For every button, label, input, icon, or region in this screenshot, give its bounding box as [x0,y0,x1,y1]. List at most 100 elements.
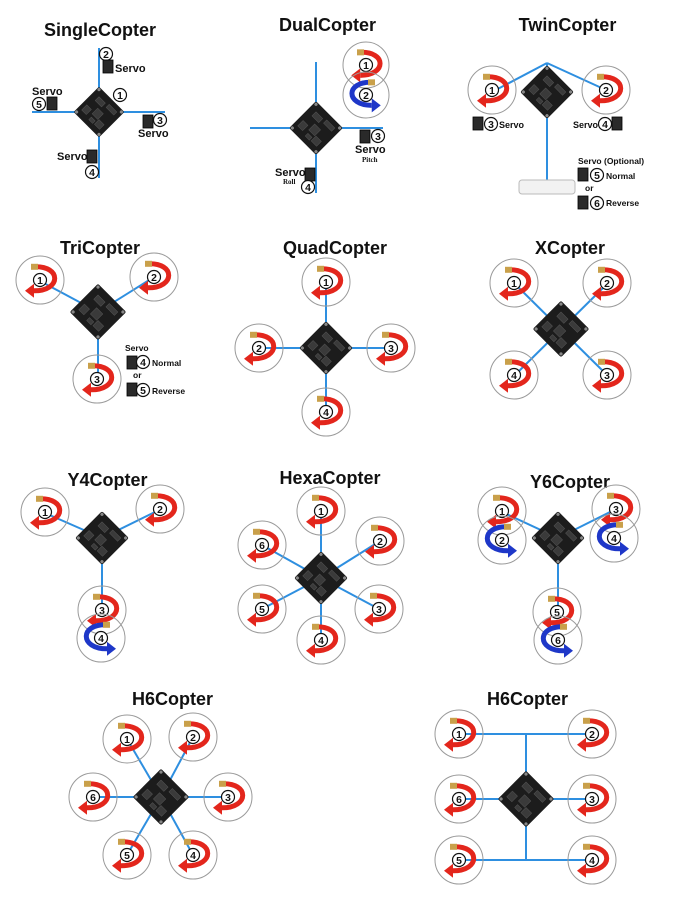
motor-number-text: 4 [511,371,517,382]
motor-number-badge [358,87,374,103]
motor-number-text: 2 [589,730,595,741]
propeller-circle [582,258,632,308]
cw-rotation-arrow-icon [444,843,476,878]
motor-number-text: 6 [259,541,265,552]
propeller-circle [237,584,287,634]
motor-number-badge [549,604,565,620]
motor-number-badge [599,275,615,291]
arrow-head [365,544,374,559]
cw-rotation-arrow-icon [306,623,338,658]
board-chip [541,99,553,111]
arrow-shaft [153,493,177,523]
mount-hole [159,820,163,824]
prop-connector [450,782,457,789]
flight-controller-board [498,771,554,827]
arrow-shaft [186,839,210,869]
panel-title: H6Copter [131,689,213,709]
prop-connector [450,843,457,850]
board-chip [78,303,90,316]
cw-rotation-arrow-icon [25,263,57,298]
motor-number-badge [584,791,600,807]
motor-number-text: 2 [603,86,609,97]
motor-number-text: 2 [190,733,196,744]
motor-number-badge [584,726,600,742]
motor-number-text: 4 [318,636,324,647]
mount-hole [324,322,328,326]
motor-number-text: 3 [99,606,105,617]
mount-hole [559,352,563,356]
motor-number-text: 1 [511,279,517,290]
arrow-shaft [384,332,408,362]
propeller-circle [102,830,152,880]
cw-rotation-arrow-icon [213,780,245,815]
motor-number-text: 6 [555,636,561,647]
board-chip [311,111,324,123]
motor-number-badge [119,731,135,747]
mount-hole [549,797,553,801]
panel-dualcopter: DualCopter [230,0,450,220]
panel-title: QuadCopter [282,238,387,258]
label-text: Servo [125,343,149,353]
arrow-head [577,737,586,752]
flight-controller-board [74,87,124,137]
motor-number-text: 4 [190,851,196,862]
propeller-circle [72,354,122,404]
motor-number-badge [484,82,500,98]
mount-hole [314,102,318,106]
prop-connector [371,524,378,531]
label-text: Servo (Optional) [578,156,644,166]
prop-connector [504,523,511,530]
motor-number-text: 5 [140,386,146,397]
mount-hole [524,822,528,826]
motor-number-text: 2 [604,279,610,290]
motor-number-badge [300,179,316,195]
arrow-shaft [507,267,531,297]
mount-hole [159,770,163,774]
mount-hole [76,536,80,540]
motor-number-text: 3 [589,795,595,806]
arrow-head [311,285,320,300]
panel-title: Y4Copter [67,470,148,490]
servo-icon [46,96,58,111]
board-chip [518,794,532,808]
prop-connector [607,492,614,499]
motor-number-badge [135,382,151,398]
motor-number-badge [598,82,614,98]
arrow-head [592,378,601,393]
arrow-head [444,863,453,878]
label-text: Servo [275,167,306,179]
motor-number-text: 4 [611,534,617,545]
board-chip [555,337,568,349]
prop-connector [118,838,125,845]
panel-title: DualCopter [278,15,376,35]
board-chip [97,521,110,533]
prop-connector [84,780,91,787]
propeller-circle [203,772,253,822]
arrow-head [30,515,39,530]
cw-rotation-arrow-icon [376,331,408,366]
cw-rotation-arrow-icon [444,782,476,817]
board-chip [153,792,167,806]
board-chip [308,123,321,137]
motor-number-badge [506,367,522,383]
mount-hole [97,132,101,137]
arrow-shaft [319,266,343,296]
arrow-head [444,737,453,752]
arrow-head [577,863,586,878]
cw-rotation-arrow-icon [30,495,62,530]
mount-hole [532,536,536,540]
board-chip [88,116,96,124]
motor-number-badge [584,852,600,868]
board-chip [105,303,119,316]
servo-icon [611,116,623,131]
mount-hole [100,560,104,564]
panel-h6copter-star: H6Copter [50,680,300,900]
panel-twincopter: TwinCopter [450,0,700,220]
arrow-head [306,514,315,529]
motor-number-badge [589,167,605,183]
prop-connector [103,621,110,628]
